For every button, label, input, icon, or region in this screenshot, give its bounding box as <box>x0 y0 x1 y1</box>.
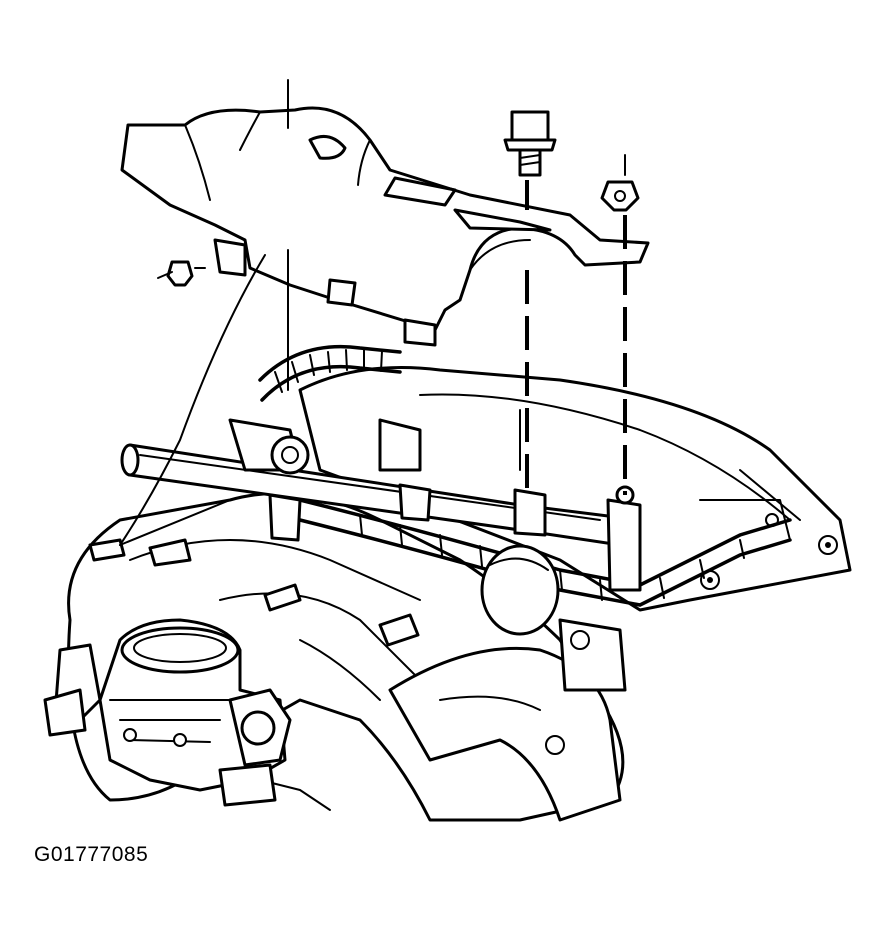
fuel-injectors <box>228 418 642 592</box>
fuel-pressure-regulator <box>480 544 627 755</box>
alignment-lines <box>119 79 627 546</box>
figure-id-label: G01777085 <box>34 843 149 866</box>
fuel-rail-cover <box>120 106 650 347</box>
throttle-body <box>43 618 292 807</box>
side-nut <box>157 260 194 287</box>
stud-bolt <box>88 499 420 647</box>
cover-nut <box>600 180 640 212</box>
cover-bolt <box>503 110 557 177</box>
